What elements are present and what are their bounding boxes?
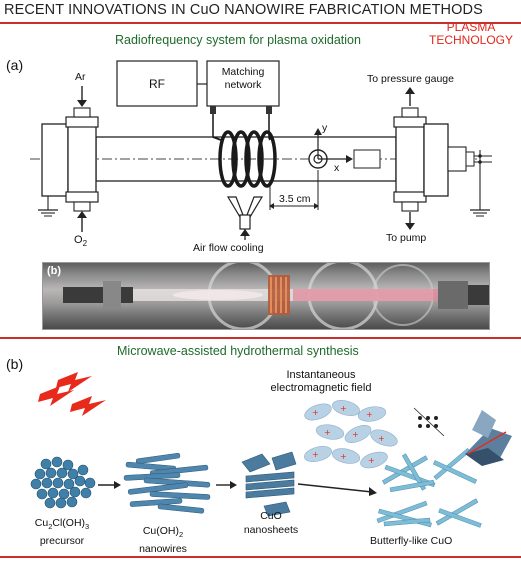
svg-text:+: +	[352, 430, 359, 439]
butterfly-label: Butterfly-like CuO	[370, 535, 453, 547]
field-line-2: electromagnetic field	[270, 382, 372, 394]
matching-network-box	[206, 60, 280, 107]
svg-text:+: +	[378, 434, 385, 443]
butterfly-cuo-structures	[376, 447, 482, 528]
microwave-bolt-icon	[38, 386, 74, 406]
rf-coil	[218, 130, 277, 188]
charge-markers: + + + + + + + + +	[312, 404, 385, 465]
field-symbol-icon	[418, 416, 438, 428]
middle-divider	[0, 337, 521, 339]
o2-label: O2	[74, 234, 87, 248]
nanowire-bundle	[123, 452, 211, 514]
nanowires-cuoh: Cu(OH)	[142, 525, 179, 537]
matching-network-label: Matching network	[207, 66, 279, 92]
top-divider	[0, 22, 521, 24]
panel-b-label: (b)	[6, 356, 24, 372]
precursor-cloh: Cl(OH)	[52, 517, 86, 529]
sheets-line-2: nanosheets	[243, 524, 299, 536]
plasma-apparatus-diagram	[30, 60, 492, 240]
precursor-sub-2: 2	[48, 522, 53, 532]
precursor-cu: Cu	[34, 517, 49, 529]
left-flange	[41, 123, 69, 197]
precursor-label: Cu2Cl(OH)3 precursor	[22, 516, 102, 548]
field-label: Instantaneous electromagnetic field	[246, 369, 396, 395]
bottom-divider	[0, 556, 521, 558]
precursor-formula: Cu2Cl(OH)3	[22, 516, 102, 534]
microwave-bolt-icon	[56, 372, 92, 392]
precursor-spheres	[30, 456, 96, 509]
svg-text:+: +	[340, 404, 347, 413]
apparatus-photo	[42, 262, 490, 330]
nanosheets-label: CuO nanosheets	[236, 509, 306, 537]
distance-label: 3.5 cm	[279, 193, 311, 205]
nanowires-label: Cu(OH)2 nanowires	[128, 524, 198, 556]
rf-label: RF	[149, 76, 165, 91]
nanowires-word: nanowires	[139, 543, 187, 556]
svg-text:+: +	[312, 408, 319, 417]
apparatus-photo-art	[63, 263, 489, 329]
precursor-word: precursor	[39, 535, 85, 548]
photo-label: (b)	[47, 265, 62, 277]
panel-a-title: Radiofrequency system for plasma oxidati…	[115, 33, 361, 47]
air-cooling-label: Air flow cooling	[193, 242, 264, 254]
field-line-1: Instantaneous	[286, 369, 356, 381]
microwave-bolt-icon	[70, 396, 106, 416]
figure-title: RECENT INNOVATIONS IN CuO NANOWIRE FABRI…	[4, 2, 483, 18]
nanosheet-stack	[241, 451, 297, 517]
svg-text:+: +	[324, 428, 331, 437]
rf-box	[116, 60, 198, 107]
nanowires-formula: Cu(OH)2	[128, 524, 198, 542]
butterfly-image	[465, 410, 512, 466]
o2-subscript: 2	[82, 239, 88, 249]
svg-text:+: +	[368, 456, 375, 465]
y-axis-label: y	[322, 122, 328, 134]
pump-label: To pump	[386, 232, 427, 244]
ar-label: Ar	[75, 71, 86, 83]
precursor-sub-3: 3	[85, 522, 90, 532]
tag-line-2: TECHNOLOGY	[428, 33, 513, 47]
electromagnetic-field-domains	[304, 400, 398, 469]
matching-line-1: Matching	[221, 66, 265, 78]
right-flange	[395, 122, 425, 196]
matching-line-2: network	[224, 79, 262, 91]
nanowires-sub-2: 2	[179, 530, 184, 540]
pressure-gauge-label: To pressure gauge	[367, 73, 454, 85]
air-cooling-nozzle	[226, 196, 264, 230]
svg-text:+: +	[340, 452, 347, 461]
sheets-line-1: CuO	[260, 510, 282, 522]
svg-text:+: +	[366, 410, 373, 419]
panel-a-label: (a)	[6, 57, 24, 73]
x-axis-label: x	[334, 162, 340, 174]
o2-text: O	[74, 234, 83, 246]
svg-text:+: +	[312, 450, 319, 459]
panel-b-title: Microwave-assisted hydrothermal synthesi…	[117, 344, 359, 358]
synthesis-diagram: + + + + + + + + +	[30, 372, 512, 528]
